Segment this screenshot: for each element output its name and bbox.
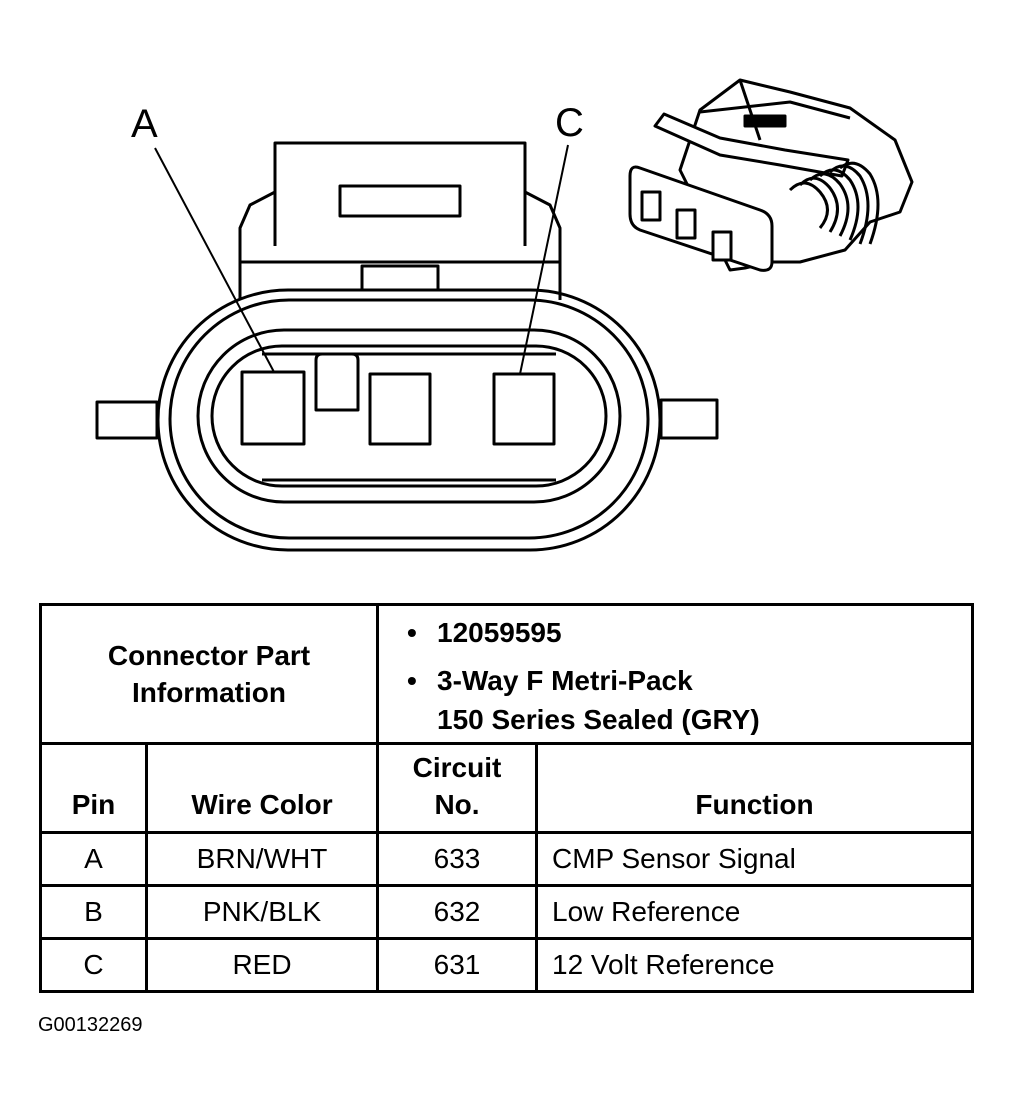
- part-info-label-line1: Connector Part: [107, 640, 311, 671]
- terminal-cavity-a: [240, 370, 306, 446]
- circuit-cell: 632: [376, 884, 538, 940]
- wire-color-cell: BRN/WHT: [145, 831, 379, 887]
- column-header-row: Pin Wire Color Circuit No. Function: [39, 742, 974, 834]
- connector-diagram: [95, 78, 914, 552]
- wire-color-cell: PNK/BLK: [145, 884, 379, 940]
- table-row: B PNK/BLK 632 Low Reference: [39, 884, 974, 940]
- connector-type-line2: 150 Series Sealed (GRY): [437, 704, 760, 735]
- terminal-cavity-c: [492, 372, 556, 446]
- header-wire-color: Wire Color: [145, 742, 379, 834]
- circuit-cell: 631: [376, 937, 538, 993]
- header-circuit-line1: Circuit: [412, 752, 502, 783]
- connector-3d-view: [628, 78, 914, 272]
- connector-seal: [196, 328, 622, 504]
- part-info-label-cell: Connector Part Information: [39, 603, 379, 745]
- part-number-item: • 12059595: [407, 617, 562, 648]
- leader-line-c: [519, 144, 569, 375]
- part-info-row: Connector Part Information • 12059595 • …: [39, 603, 974, 745]
- connector-left-tab: [95, 400, 159, 440]
- connector-cavity-face: [210, 344, 608, 488]
- table-row: C RED 631 12 Volt Reference: [39, 937, 974, 993]
- pin-cell: B: [39, 884, 148, 940]
- part-number-line1: 12059595: [437, 617, 562, 648]
- connector-type-line1: 3-Way F Metri-Pack: [437, 665, 693, 696]
- header-circuit-no: Circuit No.: [376, 742, 538, 834]
- connector-outer-shell: [156, 288, 662, 552]
- header-circuit-line2: No.: [434, 789, 480, 820]
- function-cell: CMP Sensor Signal: [535, 831, 974, 887]
- terminal-cavity-b: [368, 372, 432, 446]
- pin-cell: A: [39, 831, 148, 887]
- connector-right-tab: [659, 398, 719, 440]
- header-function: Function: [535, 742, 974, 834]
- connector-shell-inner-edge: [168, 298, 650, 540]
- part-number-cell: • 12059595 • 3-Way F Metri-Pack 150 Seri…: [376, 603, 974, 745]
- connector-latch-housing: [238, 141, 562, 300]
- function-cell: 12 Volt Reference: [535, 937, 974, 993]
- callout-label-c: C: [555, 101, 584, 145]
- figure-id: G00132269: [38, 1014, 143, 1036]
- connector-type-item: • 3-Way F Metri-Pack 150 Series Sealed (…: [407, 665, 760, 735]
- table-row: A BRN/WHT 633 CMP Sensor Signal: [39, 831, 974, 887]
- wire-color-cell: RED: [145, 937, 379, 993]
- function-cell: Low Reference: [535, 884, 974, 940]
- header-pin: Pin: [39, 742, 148, 834]
- circuit-cell: 633: [376, 831, 538, 887]
- connector-pinout-table: Connector Part Information • 12059595 • …: [39, 603, 974, 993]
- part-info-label-line2: Information: [132, 677, 286, 708]
- polarization-key: [314, 352, 360, 412]
- callout-label-a: A: [131, 102, 158, 146]
- pin-cell: C: [39, 937, 148, 993]
- leader-line-a: [154, 147, 275, 373]
